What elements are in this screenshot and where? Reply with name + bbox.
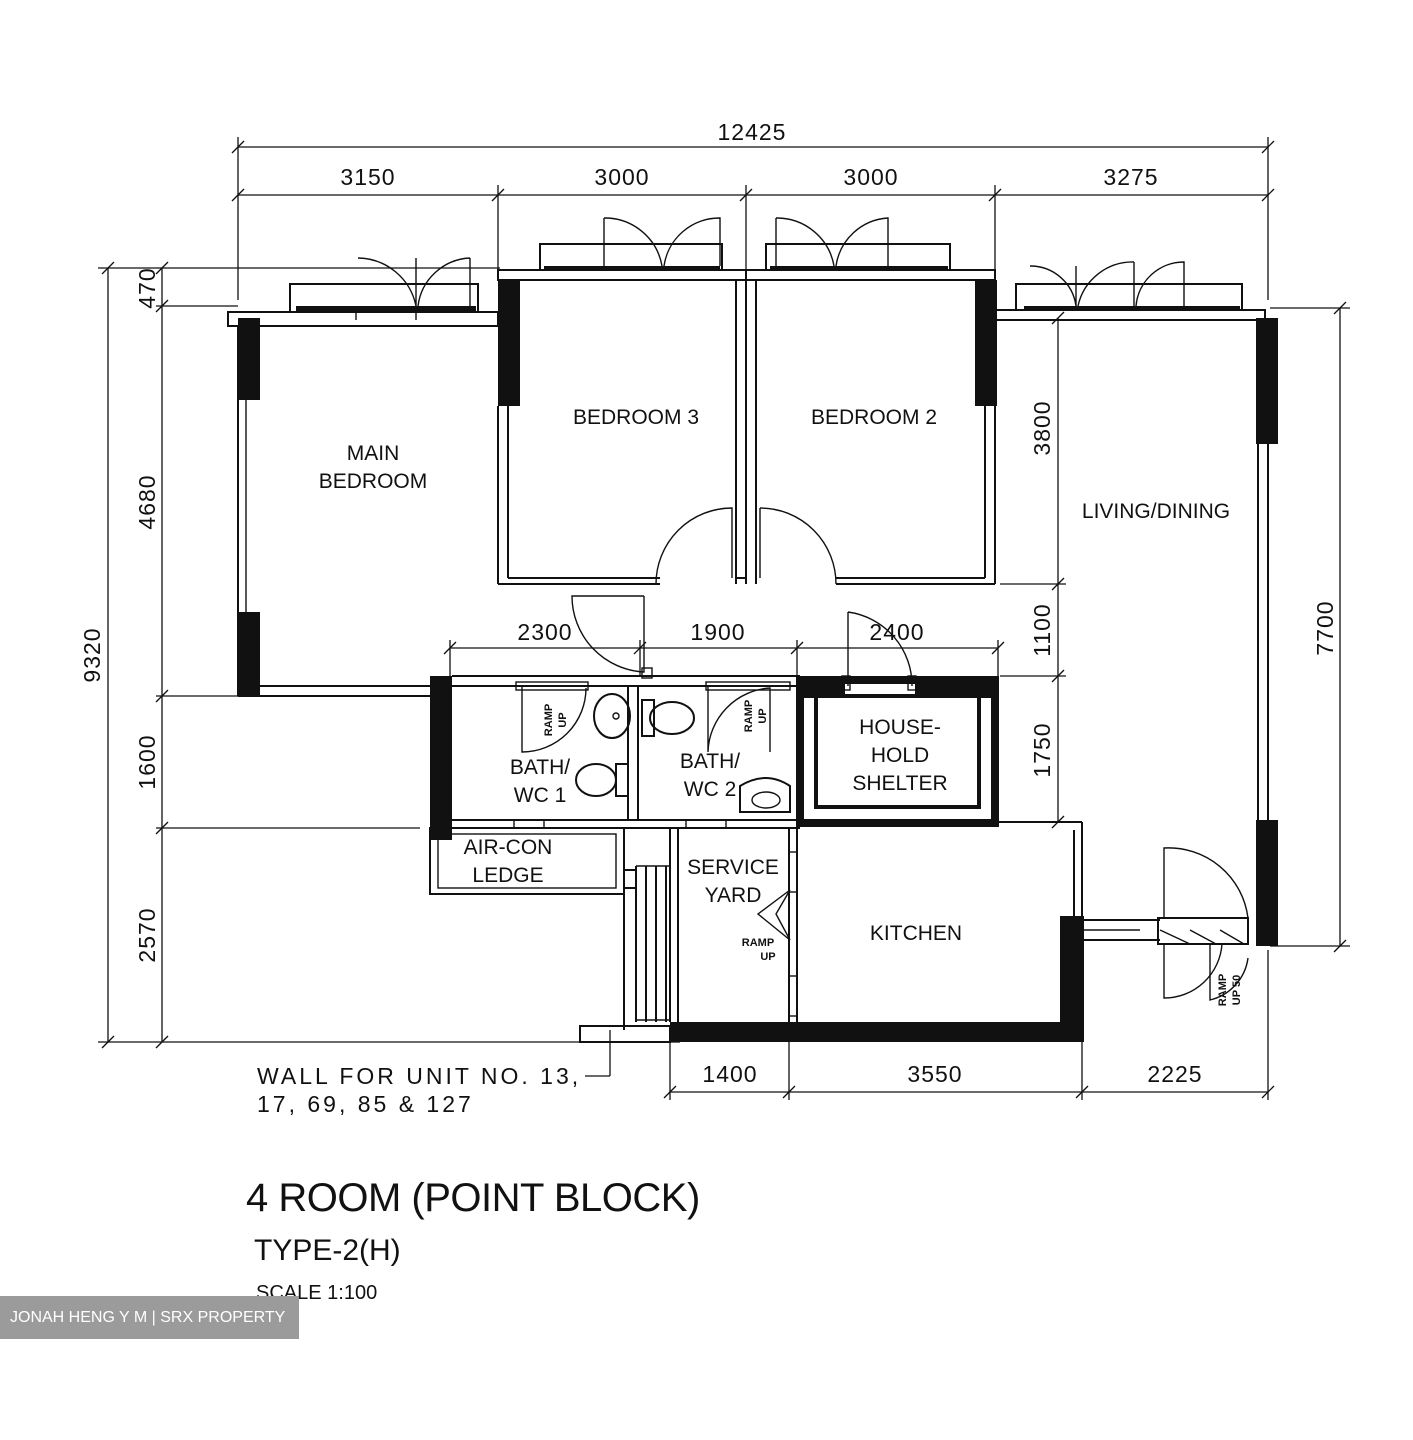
dim-right-3: 1750: [1029, 722, 1055, 777]
label-aircon-1: AIR-CON: [464, 836, 553, 859]
room-labels: MAIN BEDROOM BEDROOM 3 BEDROOM 2 LIVING/…: [257, 406, 1243, 1117]
dim-left-total: 9320: [79, 627, 105, 682]
dim-left-3: 1600: [134, 734, 160, 789]
watermark-badge: JONAH HENG Y M | SRX PROPERTY: [0, 1296, 299, 1339]
label-ramp-yard: RAMP: [742, 937, 774, 949]
dim-top-2: 3000: [594, 164, 649, 190]
windows-doors: [289, 217, 1249, 1001]
label-ramp-bath2: RAMP: [743, 700, 755, 732]
label-bath-2b: WC 2: [684, 778, 737, 801]
dim-left-2: 4680: [134, 474, 160, 529]
label-bedroom-3: BEDROOM 3: [573, 406, 699, 429]
plan-type: TYPE-2(H): [254, 1234, 401, 1267]
basin-icon: [593, 693, 631, 739]
label-ramp-entrance: RAMP: [1217, 974, 1229, 1006]
label-main-bedroom-1: MAIN: [347, 442, 400, 465]
label-up-bath2: UP: [757, 708, 769, 723]
label-up-bath1: UP: [557, 712, 569, 727]
wall-note-line-2: 17, 69, 85 & 127: [257, 1091, 474, 1117]
basin-icon: [739, 777, 791, 813]
dim-right-2: 1100: [1029, 603, 1055, 656]
label-bath-1a: BATH/: [510, 756, 570, 779]
label-living-dining: LIVING/DINING: [1082, 500, 1230, 523]
dim-bottom-3: 2225: [1147, 1061, 1202, 1087]
wall-note-line-1: WALL FOR UNIT NO. 13,: [257, 1063, 581, 1089]
dim-bottom-2: 3550: [907, 1061, 962, 1087]
label-ramp-bath1: RAMP: [543, 704, 555, 736]
toilet-icon: [641, 699, 695, 737]
dim-left-4: 2570: [134, 907, 160, 962]
dim-bottom-1: 1400: [702, 1061, 757, 1087]
toilet-icon: [575, 763, 629, 797]
label-aircon-2: LEDGE: [472, 864, 543, 887]
label-bath-1b: WC 1: [514, 784, 567, 807]
label-kitchen: KITCHEN: [870, 922, 962, 945]
label-shelter-3: SHELTER: [852, 772, 947, 795]
label-service-2: YARD: [705, 884, 762, 907]
dim-right-total: 7700: [1312, 600, 1338, 655]
walls: [227, 269, 1278, 1043]
dim-top-3: 3000: [843, 164, 898, 190]
dim-mid-2: 1900: [690, 619, 745, 645]
dim-total-width: 12425: [718, 119, 787, 145]
plan-title: 4 ROOM (POINT BLOCK): [246, 1176, 700, 1220]
dim-mid-1: 2300: [517, 619, 572, 645]
label-shelter-2: HOLD: [871, 744, 929, 767]
fixtures: [575, 693, 791, 813]
label-up-yard: UP: [760, 951, 775, 963]
dim-top-1: 3150: [340, 164, 395, 190]
dim-right-1: 3800: [1029, 400, 1055, 455]
dim-left-1: 470: [134, 267, 160, 308]
dim-top-4: 3275: [1103, 164, 1158, 190]
dimension-labels: 12425 3150 3000 3000 3275 2300 1900 2400…: [79, 119, 1338, 1087]
label-service-1: SERVICE: [687, 856, 779, 879]
label-up50-entrance: UP 50: [1231, 975, 1243, 1005]
label-shelter-1: HOUSE-: [859, 716, 941, 739]
label-bath-2a: BATH/: [680, 750, 740, 773]
label-bedroom-2: BEDROOM 2: [811, 406, 937, 429]
label-main-bedroom-2: BEDROOM: [319, 470, 428, 493]
